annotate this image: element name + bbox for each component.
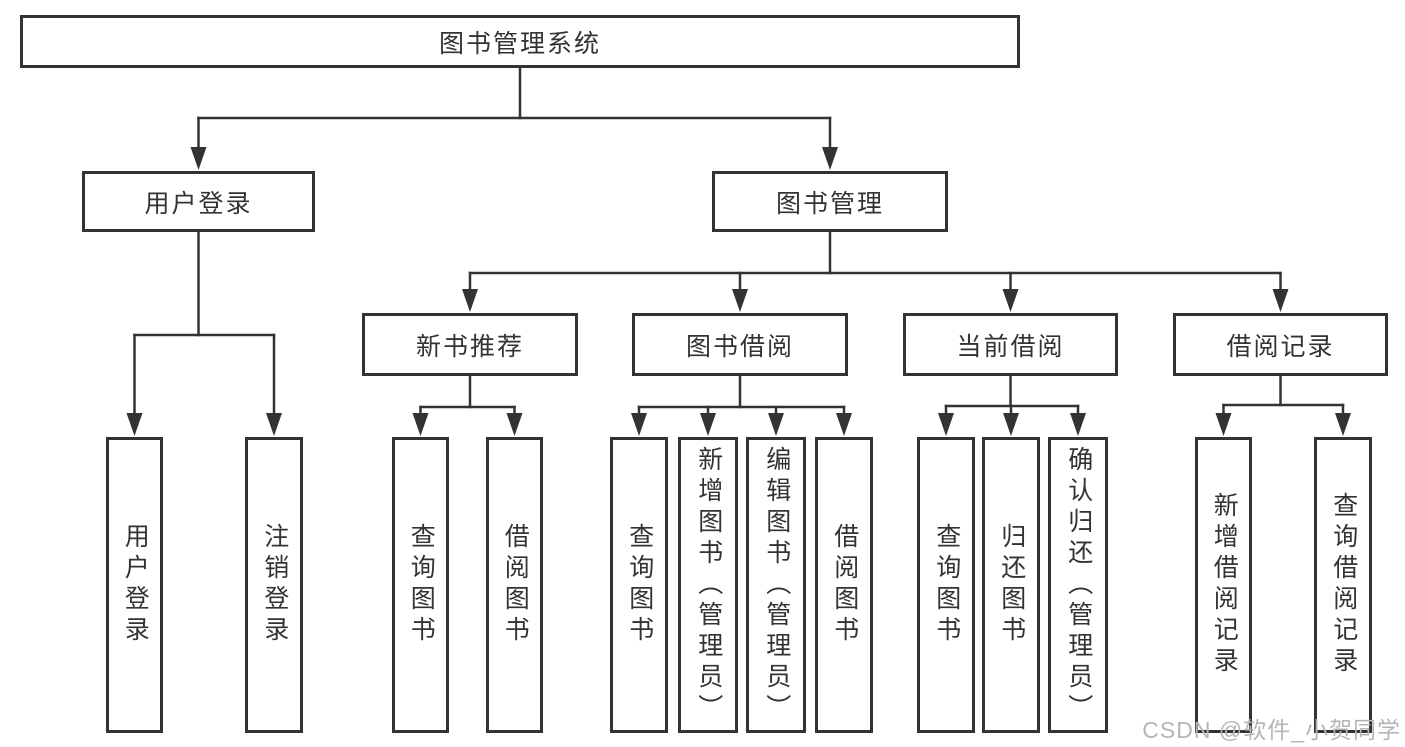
node-label: 查询图书 xyxy=(932,523,961,647)
node-book-mgmt: 图书管理 xyxy=(712,171,948,232)
node-logout-leaf: 注销登录 xyxy=(245,437,303,733)
arrowhead-icon xyxy=(732,289,748,312)
node-new-book-rec: 新书推荐 xyxy=(362,313,578,376)
arrowhead-icon xyxy=(1335,413,1351,436)
node-label: 图书管理 xyxy=(775,189,884,218)
arrowhead-icon xyxy=(1003,413,1019,436)
node-br-add-record: 新增借阅记录 xyxy=(1195,437,1252,733)
node-label: 确认归还（管理员） xyxy=(1064,445,1093,725)
node-label: 注销登录 xyxy=(260,523,289,647)
arrowhead-icon xyxy=(126,413,143,436)
arrowhead-icon xyxy=(1272,289,1289,312)
node-label: 查询借阅记录 xyxy=(1329,492,1358,678)
node-current-borrow: 当前借阅 xyxy=(903,313,1118,376)
node-cb-query-books: 查询图书 xyxy=(917,437,975,733)
arrowhead-icon xyxy=(1215,413,1232,436)
watermark: CSDN @软件_小贺同学 xyxy=(1142,717,1401,743)
node-user-login: 用户登录 xyxy=(82,171,315,232)
arrowhead-icon xyxy=(190,147,207,170)
node-bb-borrow-books: 借阅图书 xyxy=(815,437,873,733)
node-label: 新增图书（管理员） xyxy=(694,445,723,725)
node-label: 新书推荐 xyxy=(415,332,524,361)
node-bb-query-books: 查询图书 xyxy=(610,437,668,733)
arrowhead-icon xyxy=(506,413,523,436)
node-root: 图书管理系统 xyxy=(20,15,1020,68)
node-label: 编辑图书（管理员） xyxy=(762,445,791,725)
node-borrow-records: 借阅记录 xyxy=(1173,313,1388,376)
node-label: 当前借阅 xyxy=(956,332,1065,361)
node-label: 借阅图书 xyxy=(830,523,859,647)
node-label: 用户登录 xyxy=(121,523,150,647)
node-nbr-borrow-books: 借阅图书 xyxy=(486,437,543,733)
arrowhead-icon xyxy=(938,413,954,436)
arrowhead-icon xyxy=(462,289,478,312)
arrowhead-icon xyxy=(768,413,784,436)
arrowhead-icon xyxy=(266,413,282,436)
node-book-borrow: 图书借阅 xyxy=(632,313,848,376)
node-cb-return-books: 归还图书 xyxy=(982,437,1040,733)
node-label: 用户登录 xyxy=(144,189,253,218)
node-label: 图书管理系统 xyxy=(438,29,601,58)
node-cb-confirm-return: 确认归还（管理员） xyxy=(1048,437,1108,733)
node-label: 查询图书 xyxy=(625,523,654,647)
arrowhead-icon xyxy=(836,413,852,436)
arrowhead-icon xyxy=(822,147,838,170)
node-label: 查询图书 xyxy=(407,523,436,647)
arrowhead-icon xyxy=(1070,413,1086,436)
node-bb-add-books: 新增图书（管理员） xyxy=(678,437,738,733)
arrowhead-icon xyxy=(631,413,647,436)
node-nbr-query-books: 查询图书 xyxy=(392,437,449,733)
node-bb-edit-books: 编辑图书（管理员） xyxy=(746,437,806,733)
node-label: 新增借阅记录 xyxy=(1210,492,1239,678)
node-label: 借阅记录 xyxy=(1226,332,1335,361)
node-br-query-record: 查询借阅记录 xyxy=(1314,437,1372,733)
node-label: 图书借阅 xyxy=(685,332,794,361)
arrowhead-icon xyxy=(412,413,429,436)
node-label: 归还图书 xyxy=(997,523,1026,647)
node-label: 借阅图书 xyxy=(501,523,530,647)
arrowhead-icon xyxy=(1002,289,1019,312)
arrowhead-icon xyxy=(700,413,716,436)
node-user-login-leaf: 用户登录 xyxy=(106,437,163,733)
